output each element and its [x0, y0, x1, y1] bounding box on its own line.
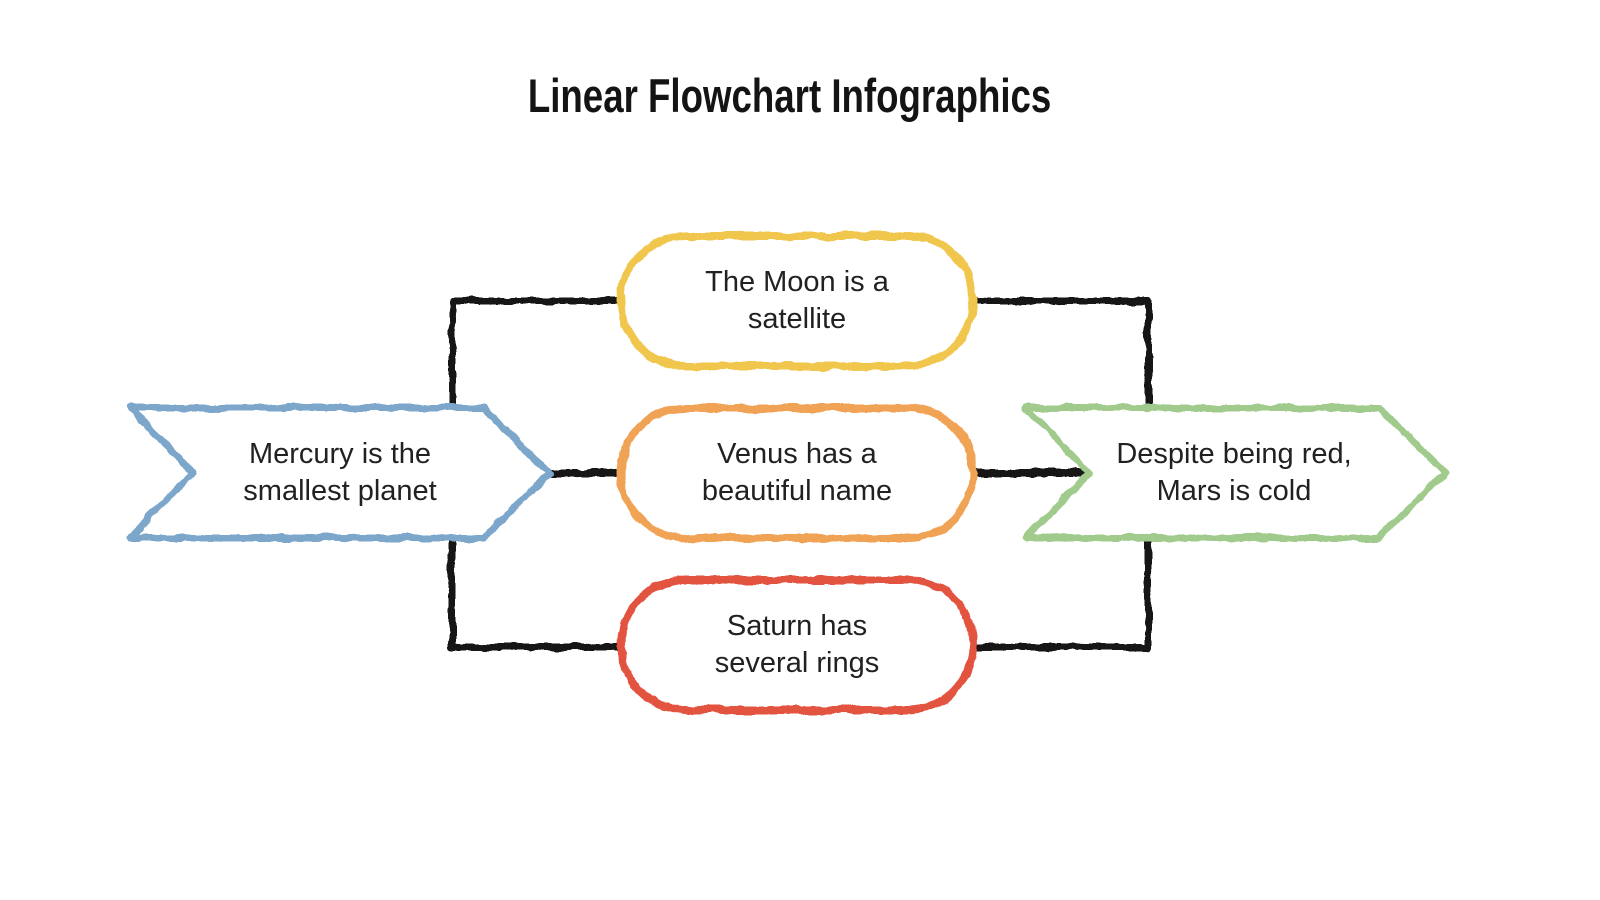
mercury-label-line2: smallest planet	[243, 475, 437, 507]
venus-label-line2: beautiful name	[701, 475, 893, 507]
saturn-pill-shape	[617, 576, 977, 714]
venus-label-line1: Venus has a	[717, 438, 877, 470]
moon-node-label: The Moon is a satellite	[597, 264, 997, 338]
saturn-node-label: Saturn has several rings	[597, 608, 997, 682]
page-title: Linear Flowchart Infographics	[390, 68, 1190, 124]
saturn-label-line1: Saturn has	[726, 610, 868, 642]
saturn-label-line2: several rings	[714, 647, 880, 679]
venus-pill-shape	[617, 404, 977, 542]
mars-node-label: Despite being red, Mars is cold	[1034, 436, 1434, 510]
venus-node-label: Venus has a beautiful name	[597, 436, 997, 510]
mercury-label-line1: Mercury is the	[248, 438, 432, 470]
moon-label-line1: The Moon is a	[705, 266, 889, 298]
mercury-node-label: Mercury is the smallest planet	[140, 436, 540, 510]
moon-pill-shape	[617, 232, 977, 370]
mars-arrow-shape	[1022, 404, 1449, 542]
moon-label-line2: satellite	[747, 303, 847, 335]
mars-label-line2: Mars is cold	[1156, 475, 1312, 507]
mercury-arrow-shape	[126, 404, 553, 542]
mars-label-line1: Despite being red,	[1116, 438, 1352, 470]
page-title-text: Linear Flowchart Infographics	[528, 69, 1052, 122]
